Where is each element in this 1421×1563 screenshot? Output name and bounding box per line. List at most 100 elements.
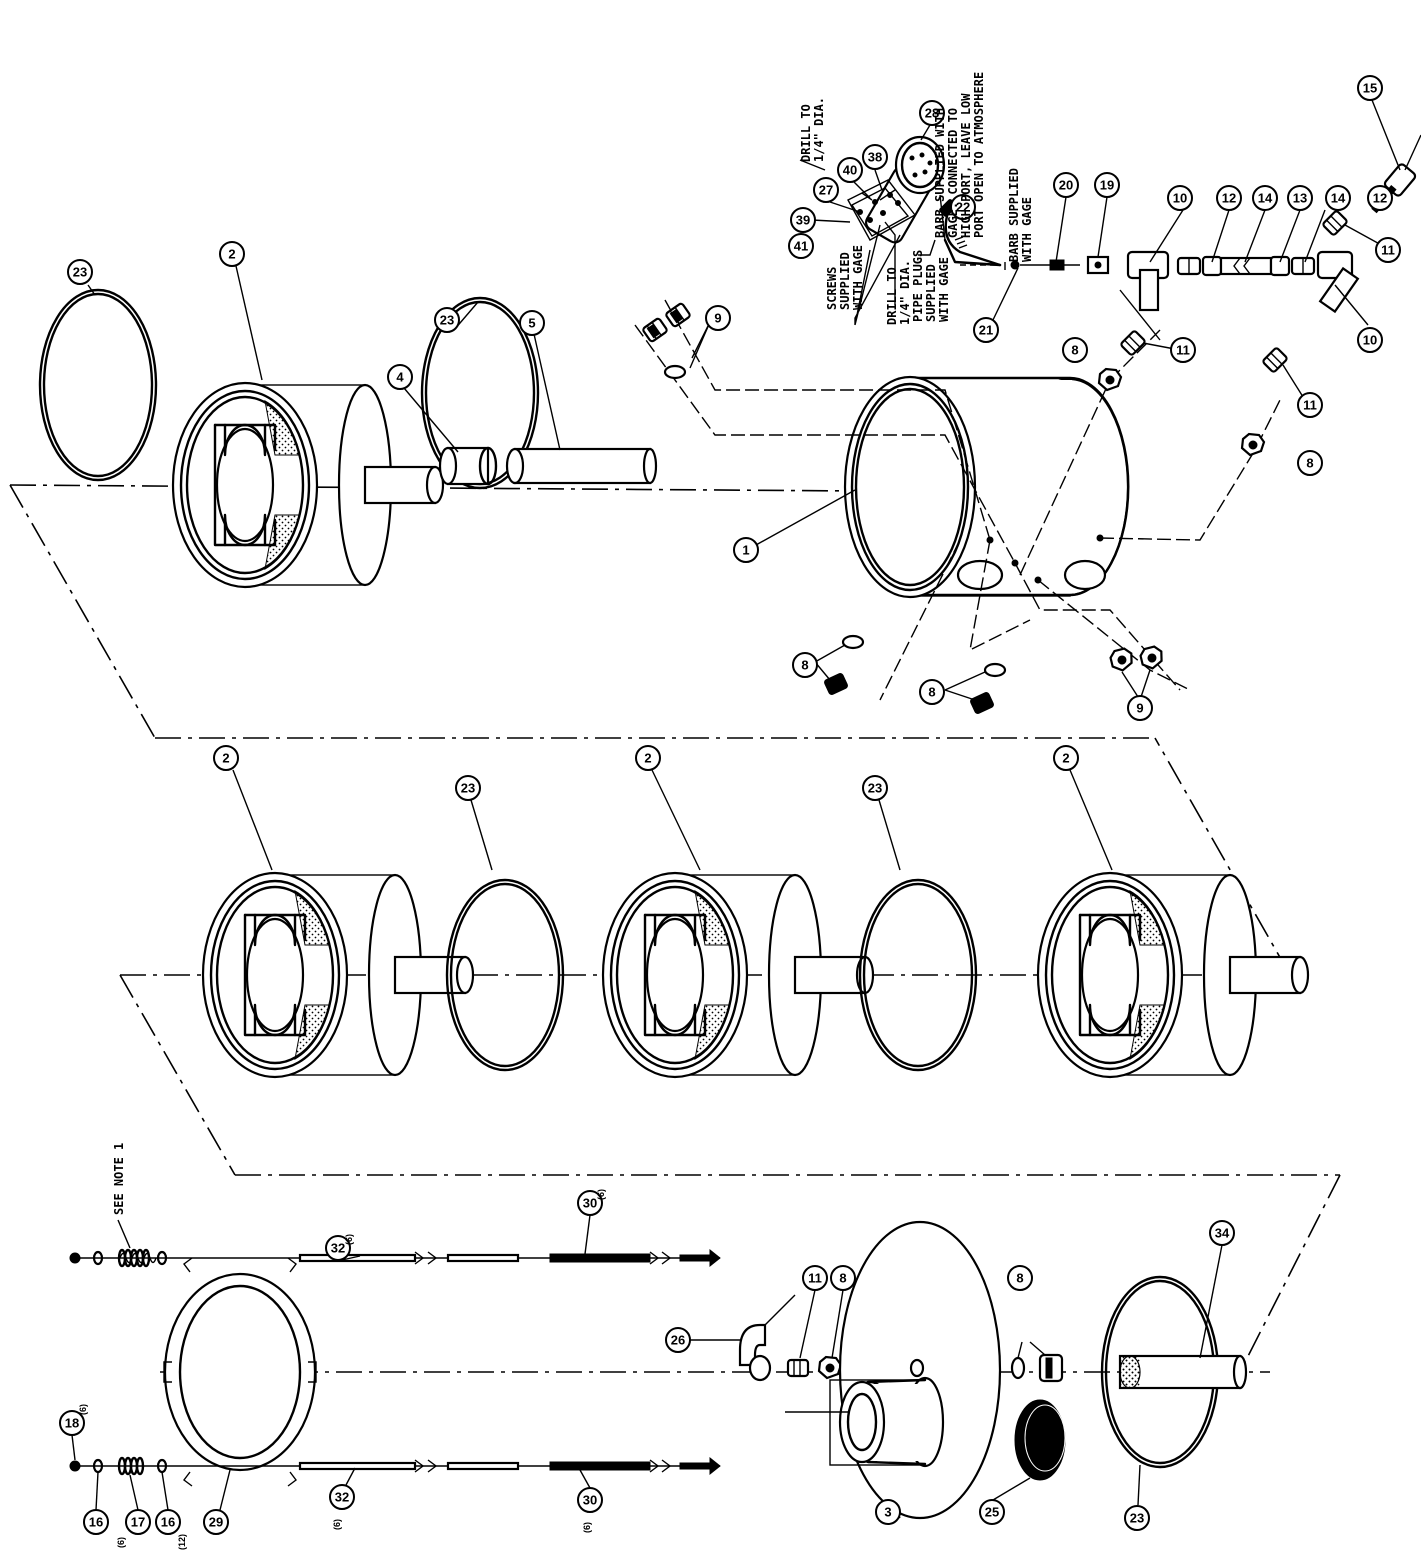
svg-text:5: 5 xyxy=(528,316,535,331)
callout-10-right: 10 xyxy=(1357,327,1383,353)
note-leaders xyxy=(799,159,1006,326)
svg-text:GAGE. CONNECTED TO: GAGE. CONNECTED TO xyxy=(946,108,960,238)
svg-text:DRILL TO: DRILL TO xyxy=(885,267,899,325)
callout-8-right: 8 xyxy=(1297,450,1323,476)
callout-19: 19 xyxy=(1094,172,1120,198)
callout-32-lower: 32 xyxy=(329,1484,355,1510)
callout-1: 1 xyxy=(733,537,759,563)
svg-text:18: 18 xyxy=(65,1416,79,1431)
svg-text:3: 3 xyxy=(884,1505,891,1520)
housing-1 xyxy=(843,375,1130,599)
rod-assembly-upper xyxy=(69,1248,721,1268)
plug-8-mid xyxy=(944,662,1007,714)
tubing-21 xyxy=(944,210,1002,267)
svg-text:30: 30 xyxy=(583,1493,597,1508)
note-drill-top: DRILL TO 1/4" DIA. xyxy=(799,97,826,162)
union-12-left xyxy=(1176,256,1202,276)
svg-text:2: 2 xyxy=(222,751,229,766)
svg-text:8: 8 xyxy=(1016,1271,1023,1286)
rod-30-lower xyxy=(549,1456,721,1476)
svg-text:21: 21 xyxy=(979,323,993,338)
svg-text:9: 9 xyxy=(1136,701,1143,716)
strainer-25 xyxy=(1014,1399,1066,1481)
callout-26: 26 xyxy=(665,1327,691,1353)
svg-text:2: 2 xyxy=(228,247,235,262)
rod-32-upper xyxy=(298,1251,520,1265)
callout-34: 34 xyxy=(1209,1220,1235,1246)
svg-text:WITH GAGE: WITH GAGE xyxy=(851,245,865,310)
svg-text:WITH GAGE: WITH GAGE xyxy=(937,257,951,322)
svg-text:2: 2 xyxy=(644,751,651,766)
svg-text:SEE NOTE 1: SEE NOTE 1 xyxy=(112,1143,126,1215)
svg-text:23: 23 xyxy=(73,265,87,280)
note-barb-high-low: BARB SUPPLIED WITH GAGE. CONNECTED TO HI… xyxy=(933,72,986,238)
plug-8-bottom xyxy=(1010,1341,1064,1383)
o-ring-23-top-left xyxy=(38,288,158,482)
note-screws: SCREWS SUPPLIED WITH GAGE xyxy=(825,245,865,310)
svg-text:(6): (6) xyxy=(344,1234,354,1245)
svg-text:1: 1 xyxy=(742,543,749,558)
svg-text:26: 26 xyxy=(671,1333,685,1348)
svg-text:PIPE PLUGS: PIPE PLUGS xyxy=(911,250,925,322)
svg-text:28: 28 xyxy=(925,106,939,121)
callout-28: 28 xyxy=(919,100,945,126)
callout-8-bottom-left: 8 xyxy=(830,1265,856,1291)
callout-30-lower: 30 xyxy=(577,1487,603,1513)
svg-text:20: 20 xyxy=(1059,178,1073,193)
fitting-11-c xyxy=(1321,209,1349,237)
svg-text:23: 23 xyxy=(868,781,882,796)
svg-text:HIGH PORT, LEAVE LOW: HIGH PORT, LEAVE LOW xyxy=(959,93,973,238)
callout-9-top: 9 xyxy=(705,305,731,331)
svg-text:WITH GAGE: WITH GAGE xyxy=(1020,197,1034,262)
svg-text:9: 9 xyxy=(714,311,721,326)
note-pipe-plugs: PIPE PLUGS SUPPLIED WITH GAGE xyxy=(911,250,951,322)
callout-13: 13 xyxy=(1287,185,1313,211)
tube-34 xyxy=(1118,1354,1248,1390)
svg-text:BARB SUPPLIED WITH: BARB SUPPLIED WITH xyxy=(933,108,947,238)
callout-21: 21 xyxy=(973,317,999,343)
svg-text:(12): (12) xyxy=(177,1534,187,1550)
clamp-ring-29 xyxy=(163,1257,317,1487)
svg-text:BARB SUPPLIED: BARB SUPPLIED xyxy=(1007,168,1021,262)
callout-17: 17 xyxy=(125,1509,151,1535)
svg-text:1/4" DIA.: 1/4" DIA. xyxy=(812,97,826,162)
callout-18: 18 xyxy=(59,1410,85,1436)
bushing-19 xyxy=(1086,255,1110,275)
callout-11-b: 11 xyxy=(1297,392,1323,418)
callout-2-middle-left: 2 xyxy=(213,745,239,771)
svg-text:SCREWS: SCREWS xyxy=(825,267,839,310)
svg-text:8: 8 xyxy=(801,658,808,673)
callout-8-upper: 8 xyxy=(1062,337,1088,363)
rod-32-lower xyxy=(298,1459,520,1473)
callout-11-bottom: 11 xyxy=(802,1265,828,1291)
callout-30-upper: 30 xyxy=(577,1190,603,1216)
note-drill-bottom: DRILL TO 1/4" DIA. xyxy=(885,260,912,325)
mounting-plate-27 xyxy=(847,179,917,241)
callout-32-upper: 32 xyxy=(325,1235,351,1261)
svg-text:19: 19 xyxy=(1100,178,1114,193)
tee-10-left xyxy=(1126,250,1170,312)
svg-text:8: 8 xyxy=(839,1271,846,1286)
fitting-11-a xyxy=(1119,329,1147,357)
svg-text:15: 15 xyxy=(1363,81,1377,96)
callout-4: 4 xyxy=(387,364,413,390)
callout-23-top-right: 23 xyxy=(434,307,460,333)
svg-text:SUPPLIED: SUPPLIED xyxy=(838,252,852,310)
quantity-labels: (6) (6) (12) (6) (6) (6) (6) xyxy=(78,1189,606,1550)
elbow-26 xyxy=(738,1294,796,1382)
svg-text:8: 8 xyxy=(1071,343,1078,358)
svg-text:10: 10 xyxy=(1173,191,1187,206)
svg-text:11: 11 xyxy=(1176,343,1190,358)
callout-5: 5 xyxy=(519,310,545,336)
svg-text:1/4" DIA.: 1/4" DIA. xyxy=(898,260,912,325)
nipple-20 xyxy=(1049,259,1065,271)
callout-11-c: 11 xyxy=(1375,237,1401,263)
pipe-plugs-9-top xyxy=(641,301,711,380)
middle-row xyxy=(119,737,1340,1176)
union-12-right xyxy=(1290,256,1316,276)
svg-text:10: 10 xyxy=(1363,333,1377,348)
svg-text:14: 14 xyxy=(1331,191,1346,206)
tee-10-right xyxy=(1316,250,1360,314)
callout-39: 39 xyxy=(790,207,816,233)
